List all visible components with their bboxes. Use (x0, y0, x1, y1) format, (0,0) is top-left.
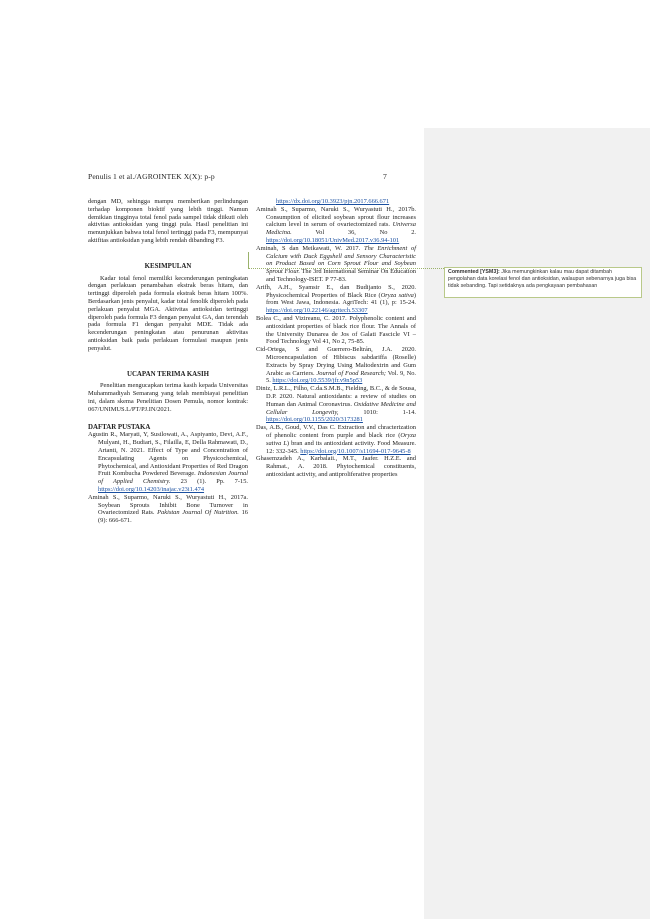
reference-item: Das, A.B., Goud, V.V., Das C. Extraction… (256, 424, 416, 455)
reference-item: Agustin R., Maryati, Y, Susilowati, A., … (88, 431, 248, 493)
comment-anchor-bracket (248, 252, 249, 268)
left-column: dengan MD, sehingga mampu memberikan per… (88, 198, 248, 525)
references-heading: DAFTAR PUSTAKA (88, 423, 151, 431)
doi-link[interactable]: https://doi.org/10.1155/2020/3173281 (266, 416, 363, 424)
intro-paragraph: dengan MD, sehingga mampu memberikan per… (88, 198, 248, 244)
reference-item: Arifh, A.H., Syamsir E., dan Budijanto S… (256, 283, 416, 315)
conclusion-text: Kadar total fenol memiliki kecenderungan… (88, 274, 248, 352)
doi-link[interactable]: https://doi.org/10.18051/UnivMed.2017.v3… (266, 236, 400, 244)
doi-link[interactable]: https://doi.org/10.1007/s11694-017-9645-… (300, 447, 411, 455)
comments-pane (424, 128, 650, 919)
comment-text: Jika memungkinkan kalau mau dapat ditamb… (448, 269, 637, 290)
acknowledgement-text: Penelitian mengucapkan terima kasih kepa… (88, 382, 248, 413)
reference-item: Aminah S., Suparmo, Naruki S., Wuryastut… (88, 493, 248, 525)
continued-reference: https://dx.doi.org/10.3923/pjn.2017.666.… (256, 198, 416, 206)
reference-item: Ghasemzadeh A., Karbalaii., M.T., Jaafer… (256, 455, 416, 478)
reference-item: Bolea C., and Vizireanu, C. 2017. Polyph… (256, 314, 416, 346)
running-title: Penulis 1 et al./AGROINTEK X(X): p-p (88, 172, 215, 181)
comment-balloon[interactable]: Commented [YSM3]: Jika memungkinkan kala… (444, 267, 642, 298)
reference-item: Diniz, L.R.L., Filho, C.da.S.M.B., Field… (256, 385, 416, 424)
comment-author: Commented [YSM3]: (448, 269, 500, 275)
doi-link[interactable]: https://doi.org/10.22146/agritech.53307 (266, 307, 368, 315)
page-number: 7 (383, 172, 387, 181)
doi-link[interactable]: https://doi.org/10.5539/jfr.v9n5p53 (272, 377, 363, 385)
doi-link[interactable]: https://doi.org/10.14203/inajac.v23i1.47… (98, 485, 205, 493)
doi-link[interactable]: https://dx.doi.org/10.3923/pjn.2017.666.… (276, 198, 390, 205)
acknowledgement-heading: UCAPAN TERIMA KASIH (126, 370, 210, 378)
right-column: https://dx.doi.org/10.3923/pjn.2017.666.… (256, 198, 416, 479)
comment-anchor-line (248, 268, 444, 269)
reference-item: Cid-Ortega, S and Guerrero-Beltrán, J.A.… (256, 346, 416, 385)
reference-item: Aminah S., Suparmo, Naruki S., Wuryastut… (256, 205, 416, 244)
reference-item: Aminah, S dan Meikawati, W. 2017. The En… (256, 244, 416, 283)
conclusion-heading: KESIMPULAN (144, 262, 192, 270)
